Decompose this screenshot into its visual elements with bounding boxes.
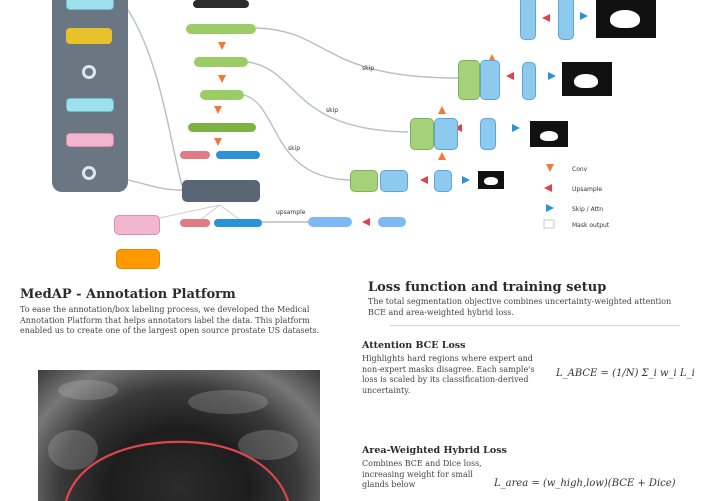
legend-item-3: Skip / Attn xyxy=(572,206,604,213)
decoder-l2-conv xyxy=(410,118,434,150)
decoder-l1-feat xyxy=(480,60,500,100)
attention-bce-body: Highlights hard regions where expert and… xyxy=(362,354,535,395)
skip-connector-1 xyxy=(255,27,459,79)
decoder-l3-feat xyxy=(380,170,408,192)
encoder-panel xyxy=(52,0,128,192)
blue-arrow-4 xyxy=(580,12,588,20)
legend-item-2: Upsample xyxy=(572,186,603,193)
encoder-chip-yellow xyxy=(66,28,112,44)
red-arrow-3 xyxy=(420,176,428,184)
input-block xyxy=(193,0,249,8)
decoder-l3-conv xyxy=(350,170,378,192)
encoder-bar-2 xyxy=(194,57,248,67)
section-title-loss: Loss function and training setup xyxy=(368,280,607,295)
classifier-chip-1 xyxy=(216,151,260,159)
input-label-chip xyxy=(114,215,160,235)
decoder-l2-feat xyxy=(434,118,458,150)
classifier-chip-2 xyxy=(214,219,262,227)
encoder-chip-2 xyxy=(66,98,114,112)
edge-label-1: skip xyxy=(362,65,374,72)
down-arrow-3 xyxy=(214,106,222,114)
section-body-medap: To ease the annotation/box labeling proc… xyxy=(20,305,320,335)
decoder-l1-out xyxy=(522,62,536,100)
encoder-chip-1 xyxy=(66,0,114,10)
legend-orange-arrow xyxy=(546,164,554,172)
encoder-bar-3 xyxy=(200,90,244,100)
attention-bce-title: Attention BCE Loss xyxy=(362,340,466,351)
attention-bce-equation: L_ABCE = (1/N) Σ_i w_i L_i xyxy=(556,368,695,379)
red-arrow-5 xyxy=(362,218,370,226)
up-arrow-d2 xyxy=(438,106,446,114)
upsample-bar-2 xyxy=(378,217,406,227)
blue-arrow-2 xyxy=(512,124,520,132)
blue-arrow-1 xyxy=(548,72,556,80)
skip-connector-3 xyxy=(243,94,351,181)
up-arrow-d4 xyxy=(438,152,446,160)
decoder-l2-out xyxy=(480,118,496,150)
edge-label-4: upsample xyxy=(276,209,306,216)
legend-item-1: Conv xyxy=(572,166,588,173)
encoder-bar-4 xyxy=(188,123,256,132)
decoder-l3-out xyxy=(434,170,452,192)
attention-chip-2 xyxy=(180,219,210,227)
upsample-bar xyxy=(308,217,352,227)
decoder-l0-feat xyxy=(520,0,536,40)
blue-arrow-3 xyxy=(462,176,470,184)
down-arrow-4 xyxy=(214,138,222,146)
mask-output-3 xyxy=(478,171,504,189)
edge-label-2: skip xyxy=(326,107,338,114)
ultrasound-image xyxy=(38,370,320,501)
encoder-chip-pink xyxy=(66,133,114,147)
mask-output-0 xyxy=(596,0,656,38)
legend-white-box xyxy=(543,219,555,229)
output-label-chip xyxy=(116,249,160,269)
panel-connector-2 xyxy=(127,9,183,187)
decoder-l1-conv xyxy=(458,60,480,100)
skip-connector-2 xyxy=(247,61,409,133)
panel-connector xyxy=(127,179,183,191)
legend-red-arrow xyxy=(544,184,552,192)
red-arrow-1 xyxy=(506,72,514,80)
attention-chip-1 xyxy=(180,151,210,159)
down-arrow-2 xyxy=(218,75,226,83)
mask-output-2 xyxy=(530,121,568,147)
encoder-bar-1 xyxy=(186,24,256,34)
prostate-contour xyxy=(64,440,290,501)
legend-item-4: Mask output xyxy=(572,222,610,229)
section-divider xyxy=(390,325,680,326)
red-arrow-4 xyxy=(542,14,550,22)
section-title-medap: MedAP - Annotation Platform xyxy=(20,287,236,302)
section-intro-loss: The total segmentation objective combine… xyxy=(368,297,672,317)
mask-output-1 xyxy=(562,62,612,96)
legend-blue-arrow xyxy=(546,204,554,212)
hybrid-loss-equation: L_area = (w_high,low)(BCE + Dice) xyxy=(494,478,676,489)
bottleneck-block xyxy=(182,180,260,202)
red-arrow-2 xyxy=(454,124,462,132)
hybrid-loss-title: Area-Weighted Hybrid Loss xyxy=(362,445,507,456)
legend-glyphs xyxy=(543,164,555,229)
decoder-l0-out xyxy=(558,0,574,40)
gear-icon xyxy=(82,65,96,79)
gear-icon-2 xyxy=(82,166,96,180)
edge-label-3: skip xyxy=(288,145,300,152)
down-arrow-1 xyxy=(218,42,226,50)
hybrid-loss-body: Combines BCE and Dice loss, increasing w… xyxy=(362,459,482,489)
